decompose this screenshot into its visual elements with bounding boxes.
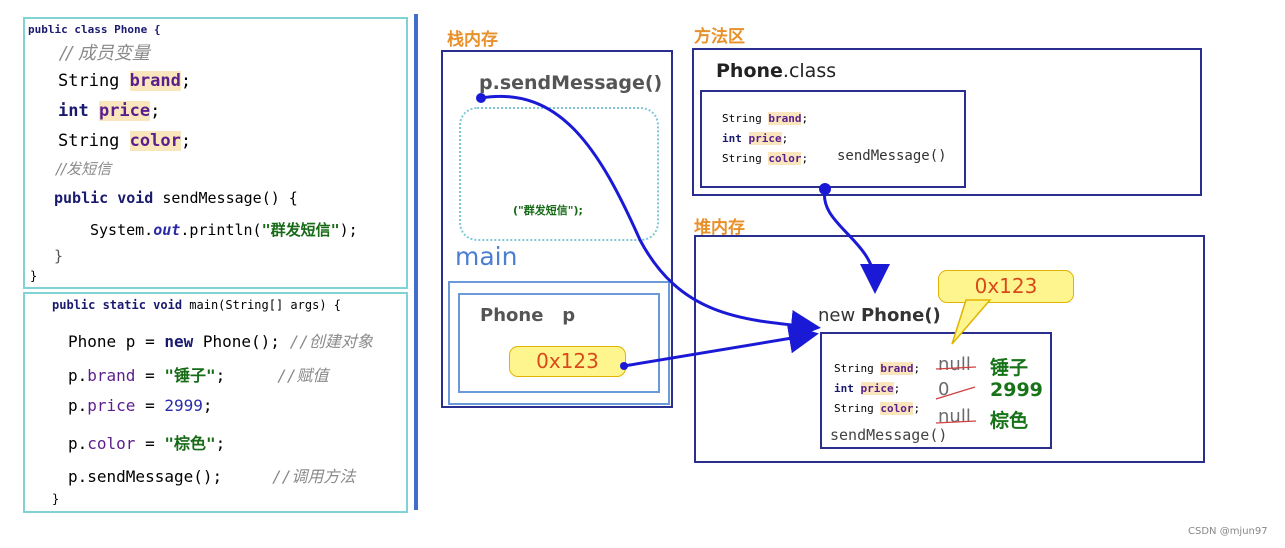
class-arrow — [823, 188, 890, 294]
method-area-box: Phone.class String brand; int price; Str… — [692, 48, 1202, 196]
comment-send-sms: //发短信 — [56, 160, 112, 178]
object-instance-box: String brand; int price; String color; n… — [820, 332, 1052, 449]
variable-declaration: Phone p — [480, 305, 576, 326]
assign-brand-line: p.brand = "锤子";//赋值 — [68, 366, 329, 385]
assign-color-line: p.color = "棕色"; — [68, 434, 226, 453]
object-field-brand: String brand; — [834, 362, 921, 375]
method-body: System.out.println("群发短信"); — [90, 221, 358, 239]
method-declaration: public void sendMessage() { — [54, 189, 298, 207]
color-null-strike — [935, 420, 977, 424]
main-frame-outer: Phone p — [448, 281, 670, 405]
send-message-frame-label: p.sendMessage() — [479, 72, 663, 94]
assign-price-line: p.price = 2999; — [68, 396, 213, 415]
comment-member-vars: // 成员变量 — [60, 43, 150, 64]
main-frame-inner: Phone p — [458, 293, 660, 393]
heap-memory-box: new Phone() String brand; int price; Str… — [694, 235, 1205, 463]
price-old-value: 0 — [938, 379, 950, 400]
price-new-value: 2999 — [990, 379, 1043, 401]
new-object-label: new Phone() — [818, 305, 941, 326]
main-method-code-panel: public static void main(String[] args) {… — [23, 292, 408, 513]
phone-class-code-panel: public class Phone { // 成员变量 String bran… — [23, 17, 408, 289]
color-new-value: 棕色 — [990, 410, 1029, 432]
object-field-price: int price; — [834, 382, 901, 395]
class-field-price: int price; — [722, 132, 789, 145]
reference-arrow — [623, 323, 819, 368]
brand-null-strike — [935, 366, 977, 370]
watermark: CSDN @mjun97 — [1188, 526, 1268, 537]
object-field-color: String color; — [834, 402, 921, 415]
main-frame-label: main — [455, 242, 518, 271]
method-close-brace: } — [54, 247, 64, 265]
panel-divider — [414, 14, 418, 510]
stack-memory-title: 栈内存 — [447, 30, 498, 50]
frame-call-text: ("群发短信"); — [513, 204, 583, 217]
call-method-line: p.sendMessage();//调用方法 — [68, 467, 356, 486]
method-area-title: 方法区 — [694, 27, 745, 47]
call-arrow — [480, 94, 821, 340]
address-callout-pointer — [951, 299, 992, 345]
class-close-brace: } — [30, 269, 38, 283]
main-declaration: public static void main(String[] args) { — [52, 298, 341, 312]
field-brand-line: String brand; — [58, 71, 192, 91]
brand-new-value: 锤子 — [990, 357, 1029, 379]
send-message-frame: ("群发短信"); — [459, 107, 659, 241]
object-method: sendMessage() — [830, 426, 948, 444]
field-price-line: int price; — [58, 101, 161, 121]
class-file-label: Phone.class — [716, 60, 837, 82]
create-object-line: Phone p = new Phone(); //创建对象 — [68, 332, 373, 351]
class-method: sendMessage() — [837, 148, 947, 164]
heap-memory-title: 堆内存 — [694, 218, 745, 238]
price-zero-strike — [935, 386, 976, 400]
stack-memory-box: p.sendMessage() ("群发短信"); main Phone p — [441, 50, 673, 408]
class-declaration: public class Phone { — [28, 23, 161, 36]
class-definition-box: String brand; int price; String color; s… — [700, 90, 966, 188]
main-close-brace: } — [52, 492, 60, 506]
heap-object-address: 0x123 — [938, 270, 1074, 303]
brand-old-value: null — [938, 354, 971, 375]
stack-var-address: 0x123 — [509, 346, 626, 377]
class-field-color: String color; — [722, 152, 809, 165]
class-field-brand: String brand; — [722, 112, 809, 125]
field-color-line: String color; — [58, 131, 192, 151]
